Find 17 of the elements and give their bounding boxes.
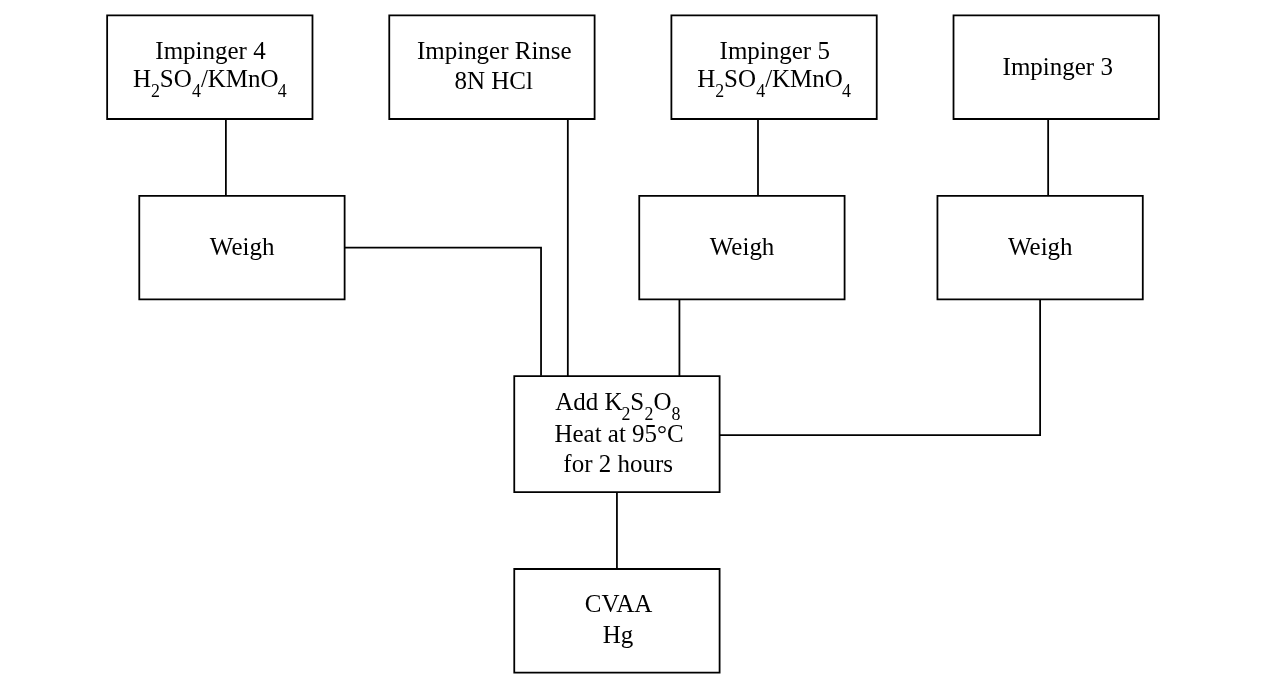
connector [756,118,759,197]
connector [224,118,227,197]
connector [615,491,618,570]
node-box: Impinger Rinse 8N HCl [387,14,595,120]
node-box: Impinger 3 [952,14,1160,120]
node-box: Weigh [936,194,1144,301]
node-box: Weigh [137,194,346,301]
node-box: Impinger 5 H$_{2}$SO$_{4}$/KMnO$_{4}$ [670,14,878,120]
node-box: Weigh [637,194,845,301]
connector [1046,118,1049,197]
connector [718,298,1041,436]
node-box: CVAA Hg [512,568,720,674]
node-box: Impinger 4 H$_{2}$SO$_{4}$/KMnO$_{4}$ [105,14,313,120]
node-box: Add K$_{2}$S$_{2}$O$_{8}$ Heat at 95°C for 2 hours [512,375,720,494]
connector [566,118,569,377]
connector [343,246,542,377]
connector [678,298,680,377]
